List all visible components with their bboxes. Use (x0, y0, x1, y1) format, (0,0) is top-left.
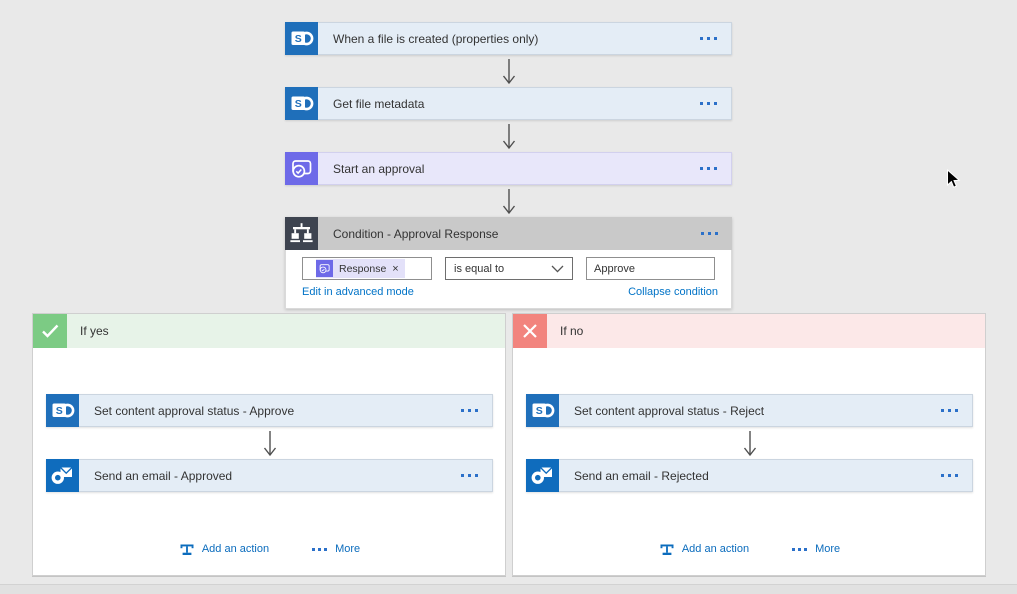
response-token[interactable]: Response × (316, 259, 405, 278)
sharepoint-icon (285, 87, 318, 120)
trigger-menu-button[interactable] (694, 31, 731, 46)
connector-arrow (46, 427, 493, 459)
operator-dropdown[interactable]: is equal to (445, 257, 573, 280)
outlook-icon (526, 459, 559, 492)
branch-yes-panel: If yes Set content approval status - App… (32, 313, 506, 576)
more-label: More (815, 543, 841, 555)
branch-label: If yes (80, 324, 109, 338)
collapse-condition-link[interactable]: Collapse condition (628, 286, 718, 298)
card-menu-button[interactable] (935, 403, 972, 418)
more-button[interactable]: More (792, 543, 840, 555)
operator-value: is equal to (454, 262, 505, 275)
sharepoint-icon (46, 394, 79, 427)
get-file-metadata-card[interactable]: Get file metadata (285, 87, 732, 120)
edit-advanced-mode-link[interactable]: Edit in advanced mode (302, 286, 414, 298)
add-action-button[interactable]: Add an action (658, 541, 749, 557)
card-menu-button[interactable] (935, 468, 972, 483)
card-menu-button[interactable] (455, 468, 492, 483)
set-approval-status-approve-card[interactable]: Set content approval status - Approve (46, 394, 493, 427)
more-button[interactable]: More (312, 543, 360, 555)
outlook-icon (46, 459, 79, 492)
card-menu-button[interactable] (694, 96, 731, 111)
condition-body: Response × is equal to Edit in advanced … (285, 250, 732, 309)
mouse-cursor (947, 169, 961, 188)
sharepoint-icon (526, 394, 559, 427)
card-title: Start an approval (333, 161, 425, 176)
condition-menu-button[interactable] (695, 226, 732, 241)
add-action-icon (180, 544, 194, 555)
add-action-icon (660, 544, 674, 555)
card-title: Send an email - Approved (94, 468, 233, 483)
condition-value-input[interactable] (586, 257, 715, 280)
branch-yes-header[interactable]: If yes (33, 314, 505, 348)
branch-no-header[interactable]: If no (513, 314, 985, 348)
approvals-icon (316, 260, 333, 277)
send-email-rejected-card[interactable]: Send an email - Rejected (526, 459, 973, 492)
token-remove-icon[interactable]: × (392, 262, 399, 275)
x-icon (513, 314, 547, 348)
token-label: Response (339, 262, 387, 275)
ellipsis-icon (792, 547, 808, 551)
condition-branch-icon (285, 217, 318, 250)
connector-arrow (285, 55, 732, 87)
card-title: Set content approval status - Approve (94, 403, 295, 418)
main-flow-column: When a file is created (properties only)… (285, 22, 732, 309)
connector-arrow (285, 185, 732, 217)
approvals-icon (285, 152, 318, 185)
trigger-card-title: When a file is created (properties only) (333, 31, 539, 46)
more-label: More (335, 543, 361, 555)
card-menu-button[interactable] (455, 403, 492, 418)
sharepoint-icon (285, 22, 318, 55)
add-action-label: Add an action (681, 543, 750, 555)
trigger-card[interactable]: When a file is created (properties only) (285, 22, 732, 55)
card-title: Set content approval status - Reject (574, 403, 765, 418)
add-action-button[interactable]: Add an action (178, 541, 269, 557)
send-email-approved-card[interactable]: Send an email - Approved (46, 459, 493, 492)
canvas-bottom-edge (0, 584, 1017, 594)
condition-card: Condition - Approval Response Response ×… (285, 217, 732, 309)
branch-label: If no (560, 324, 584, 338)
set-approval-status-reject-card[interactable]: Set content approval status - Reject (526, 394, 973, 427)
condition-left-operand-input[interactable]: Response × (302, 257, 432, 280)
chevron-down-icon (551, 265, 564, 273)
condition-title: Condition - Approval Response (333, 226, 499, 241)
start-approval-card[interactable]: Start an approval (285, 152, 732, 185)
check-icon (33, 314, 67, 348)
ellipsis-icon (312, 547, 328, 551)
connector-arrow (285, 120, 732, 152)
connector-arrow (526, 427, 973, 459)
card-title: Send an email - Rejected (574, 468, 709, 483)
add-action-label: Add an action (201, 543, 270, 555)
branch-no-panel: If no Set content approval status - Reje… (512, 313, 986, 576)
card-title: Get file metadata (333, 96, 425, 111)
card-menu-button[interactable] (694, 161, 731, 176)
condition-header[interactable]: Condition - Approval Response (285, 217, 732, 250)
